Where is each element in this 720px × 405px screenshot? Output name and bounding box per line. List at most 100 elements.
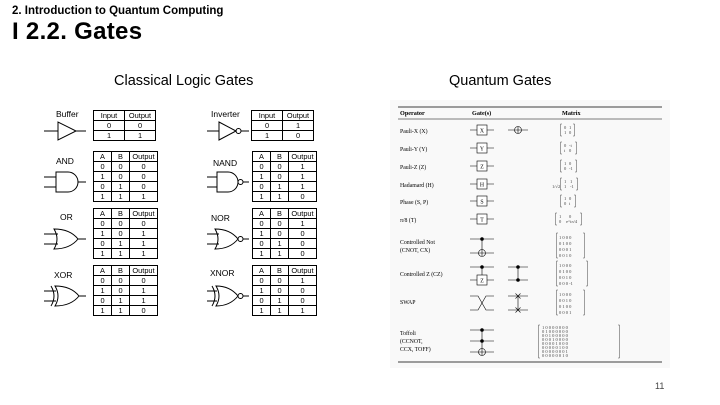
truth-table-cell: 1 bbox=[251, 130, 283, 141]
truth-table-cell: 0 bbox=[111, 161, 130, 172]
truth-table-header-cell: B bbox=[111, 151, 130, 162]
svg-text:0: 0 bbox=[564, 125, 567, 130]
truth-table-cell: 1 bbox=[270, 248, 289, 259]
svg-text:1 0 0 0: 1 0 0 0 bbox=[559, 292, 572, 297]
svg-text:0 1 0 0: 0 1 0 0 bbox=[559, 304, 572, 309]
truth-table-cell: 0 bbox=[288, 295, 317, 306]
inverter-gate-icon bbox=[207, 121, 249, 141]
truth-table-cell: 0 bbox=[93, 181, 112, 192]
svg-text:1: 1 bbox=[570, 179, 572, 184]
truth-table-header-cell: Output bbox=[124, 110, 156, 121]
svg-text:0 1 0 0 0 0 0 0: 0 1 0 0 0 0 0 0 bbox=[542, 329, 569, 334]
matrix-cnot: 1 0 0 00 1 0 0 0 0 0 10 0 1 0 bbox=[556, 232, 585, 259]
svg-text:i: i bbox=[564, 148, 566, 153]
truth-table-header-cell: Input bbox=[251, 110, 283, 121]
svg-text:e^iπ/4: e^iπ/4 bbox=[566, 219, 578, 224]
svg-text:0 1 0 0: 0 1 0 0 bbox=[559, 269, 572, 274]
truth-table-cell: 1 bbox=[93, 130, 125, 141]
svg-text:0: 0 bbox=[569, 214, 572, 219]
truth-table-cell: 0 bbox=[129, 171, 158, 182]
truth-table-header-cell: B bbox=[111, 208, 130, 219]
gate-toffoli-icon bbox=[470, 328, 494, 356]
svg-text:1: 1 bbox=[564, 130, 566, 135]
qcol-matrix: Matrix bbox=[562, 110, 581, 117]
gate-label-nand: NAND bbox=[213, 158, 238, 168]
truth-table-cell: 1 bbox=[111, 305, 130, 316]
svg-text:1 0 0 0 0 0 0 0: 1 0 0 0 0 0 0 0 bbox=[542, 325, 569, 330]
gate-cz-label: Z bbox=[480, 279, 484, 285]
truth-table-cell: 0 bbox=[93, 275, 112, 286]
qop-cnot-line1: Controlled Not bbox=[400, 240, 435, 246]
truth-table-header-cell: Output bbox=[282, 110, 314, 121]
truth-table-header-cell: Output bbox=[129, 265, 158, 276]
truth-table-cell: 0 bbox=[288, 285, 317, 296]
svg-text:0 0 0 0 0 0 0 1: 0 0 0 0 0 0 0 1 bbox=[542, 349, 568, 354]
svg-text:1: 1 bbox=[564, 196, 566, 201]
gate-h-label: H bbox=[480, 183, 485, 189]
truth-table-cell: 1 bbox=[93, 171, 112, 182]
gate-x-label: X bbox=[480, 129, 485, 135]
svg-text:0 1 0 0: 0 1 0 0 bbox=[559, 241, 572, 246]
truth-table-header-cell: Output bbox=[288, 151, 317, 162]
truth-table-cell: 0 bbox=[124, 120, 156, 131]
qop-cz: Controlled Z (CZ) bbox=[400, 271, 443, 278]
truth-table-header-cell: A bbox=[93, 208, 112, 219]
truth-table-cell: 1 bbox=[288, 181, 317, 192]
qop-swap: SWAP bbox=[400, 300, 415, 306]
nor-gate-icon bbox=[207, 228, 249, 250]
svg-text:-1: -1 bbox=[570, 184, 574, 189]
truth-table-cell: 0 bbox=[270, 218, 289, 229]
truth-table-cell: 1 bbox=[124, 130, 156, 141]
truth-table-cell: 0 bbox=[251, 120, 283, 131]
svg-text:1 0 0 0: 1 0 0 0 bbox=[559, 263, 572, 268]
truth-table-cell: 1 bbox=[270, 238, 289, 249]
qop-pi8: π/8 (T) bbox=[400, 217, 416, 224]
truth-table-cell: 0 bbox=[111, 228, 130, 239]
truth-table-cell: 1 bbox=[93, 191, 112, 202]
truth-table-cell: 0 bbox=[252, 181, 271, 192]
svg-text:0 0 0 -1: 0 0 0 -1 bbox=[559, 281, 573, 286]
quantum-gates-table: Operator Gate(s) Matrix Pauli-X (X) Paul… bbox=[390, 100, 670, 368]
truth-table-header-cell: A bbox=[93, 151, 112, 162]
svg-text:0 0 1 0: 0 0 1 0 bbox=[559, 253, 572, 258]
truth-table-cell: 0 bbox=[282, 130, 314, 141]
matrix-swap: 1 0 0 00 0 1 0 0 1 0 00 0 0 1 bbox=[556, 289, 585, 316]
truth-table-cell: 0 bbox=[270, 285, 289, 296]
truth-table-cell: 0 bbox=[93, 161, 112, 172]
qop-pauli-x: Pauli-X (X) bbox=[400, 128, 428, 135]
gate-label-or: OR bbox=[60, 212, 73, 222]
truth-table-header-cell: B bbox=[111, 265, 130, 276]
truth-table-cell: 1 bbox=[288, 305, 317, 316]
truth-table-cell: 0 bbox=[288, 191, 317, 202]
matrix-toffoli: 1 0 0 0 0 0 0 0 0 1 0 0 0 0 0 0 0 0 1 0 … bbox=[538, 324, 620, 359]
truth-table-cell: 1 bbox=[270, 305, 289, 316]
gate-z-label: Z bbox=[480, 165, 484, 171]
truth-table-cell: 0 bbox=[129, 275, 158, 286]
svg-text:0 0 0 0 0 0 1 0: 0 0 0 0 0 0 1 0 bbox=[542, 353, 569, 358]
svg-text:-i: -i bbox=[569, 143, 572, 148]
gate-h-icon: H bbox=[470, 178, 494, 190]
truth-table-cell: 0 bbox=[252, 275, 271, 286]
truth-table-cell: 1 bbox=[252, 228, 271, 239]
truth-table-cell: 1 bbox=[129, 248, 158, 259]
truth-table-header-cell: B bbox=[270, 208, 289, 219]
svg-text:0 0 0 0 1 0 0 0: 0 0 0 0 1 0 0 0 bbox=[542, 341, 569, 346]
